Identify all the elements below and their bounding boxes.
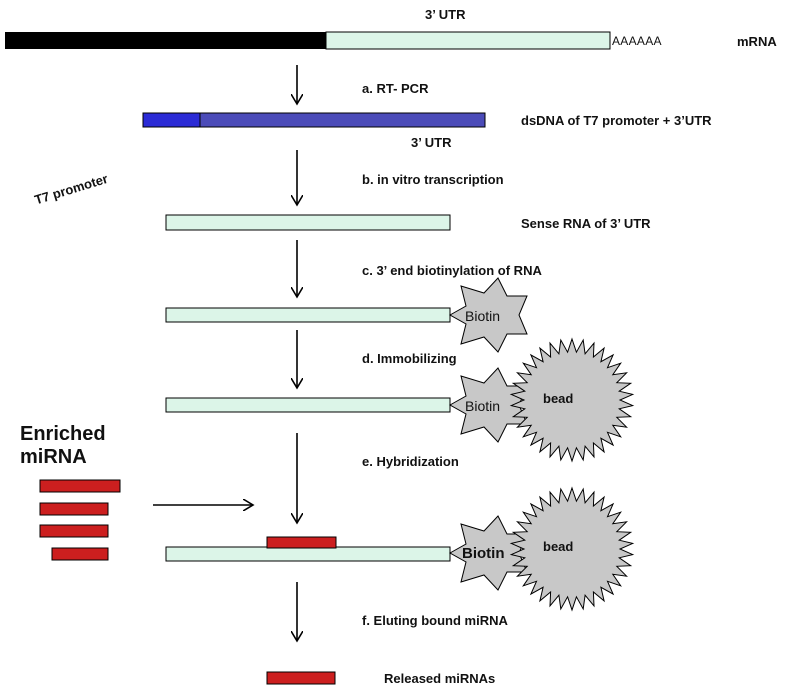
immobilized-rna-strand bbox=[165, 397, 451, 413]
step-f-label: f. Eluting bound miRNA bbox=[362, 613, 508, 628]
step-e-label: e. Hybridization bbox=[362, 454, 459, 469]
bead-label: bead bbox=[543, 539, 574, 554]
mrna-utr-region bbox=[325, 31, 611, 50]
released-mirnas-label: Released miRNAs bbox=[384, 671, 496, 686]
poly-a-tail: AAAAAA bbox=[612, 34, 662, 48]
mrna-label: mRNA bbox=[737, 34, 777, 49]
mirna-bar bbox=[39, 524, 109, 538]
utr-top-label: 3’ UTR bbox=[425, 7, 466, 22]
hybridized-mirna-bar bbox=[266, 536, 337, 549]
step-c-label: c. 3’ end biotinylation of RNA bbox=[362, 263, 542, 278]
mirna-bar bbox=[39, 479, 121, 493]
dsdna-label: dsDNA of T7 promoter + 3’UTR bbox=[521, 113, 712, 128]
hybridized-rna-strand bbox=[165, 546, 451, 562]
bead-shape bbox=[509, 337, 635, 463]
enriched-mirna-line1: Enriched bbox=[20, 423, 106, 445]
utr-mid-label: 3’ UTR bbox=[411, 135, 452, 150]
t7-promoter-segment bbox=[142, 112, 201, 128]
biotinylated-rna-strand bbox=[165, 307, 451, 323]
sense-rna-strand bbox=[165, 214, 451, 231]
biotin-label: Biotin bbox=[465, 398, 501, 414]
mirna-bar bbox=[51, 547, 109, 561]
step-b-label: b. in vitro transcription bbox=[362, 172, 504, 187]
enriched-mirna-heading: Enriched miRNA bbox=[20, 423, 106, 469]
mrna-coding-region bbox=[5, 32, 326, 49]
mirna-bar bbox=[39, 502, 109, 516]
biotin-label: Biotin bbox=[465, 308, 501, 324]
step-a-label: a. RT- PCR bbox=[362, 81, 429, 96]
sense-rna-label: Sense RNA of 3’ UTR bbox=[521, 216, 651, 231]
dsdna-utr-segment bbox=[199, 112, 486, 128]
enriched-mirna-line2: miRNA bbox=[20, 446, 87, 468]
biotin-tag bbox=[448, 277, 528, 353]
biotin-label: Biotin bbox=[462, 545, 505, 562]
released-mirna-bar bbox=[266, 671, 336, 685]
step-d-label: d. Immobilizing bbox=[362, 351, 457, 366]
bead-label: bead bbox=[543, 391, 574, 406]
bead-shape bbox=[509, 486, 635, 612]
